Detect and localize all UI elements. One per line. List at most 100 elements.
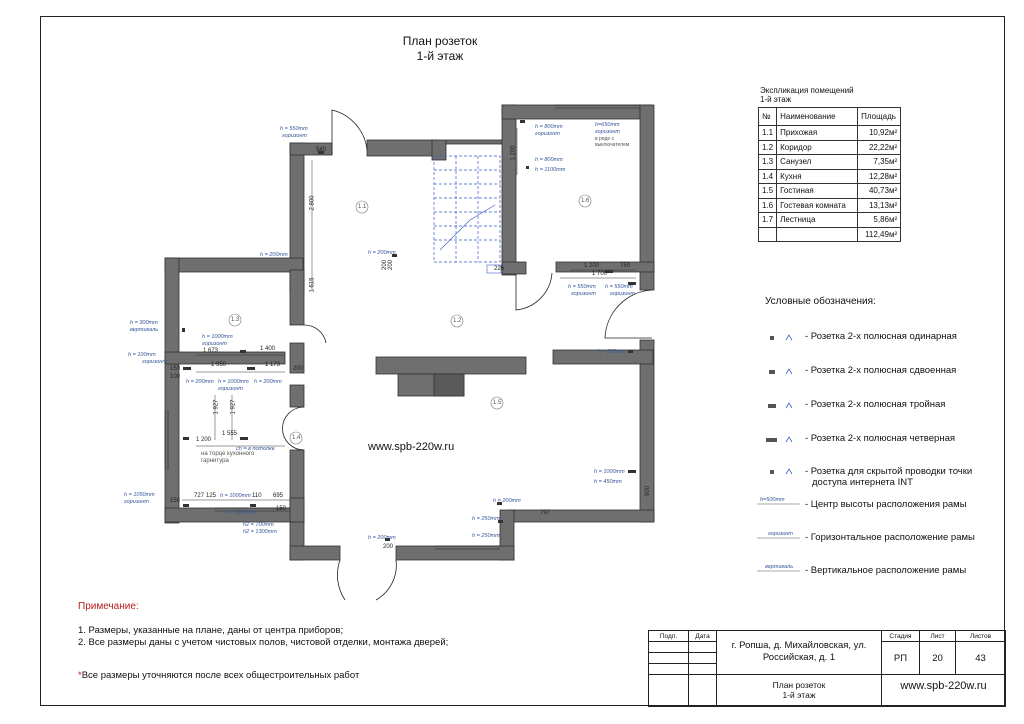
height-mark: h=650mm [595, 122, 620, 128]
stamp-podp: Подп. [649, 631, 689, 642]
wall [552, 349, 654, 365]
drawing-sheet-frame [40, 16, 1005, 706]
windows [164, 104, 640, 550]
note-star-mark: * [78, 670, 82, 681]
room-label: 1.1 [358, 204, 367, 210]
stamp-address-line1: г. Ропша, д. Михайловская, ул. [731, 640, 867, 651]
stair-outline [433, 155, 501, 263]
legend-leaders [757, 503, 800, 572]
table-cell: 1.4 [757, 168, 778, 184]
socket-markers [182, 120, 636, 541]
socket-marker [240, 350, 246, 353]
socket-marker [628, 350, 633, 353]
legend-item: доступа интернета INT [812, 477, 913, 488]
wall [289, 342, 305, 374]
stamp-cell [689, 675, 717, 707]
socket-marker [247, 367, 255, 370]
dimension-lines [182, 128, 636, 501]
stamp-cell [689, 653, 717, 664]
legend-item: - Центр высоты расположения рамы [805, 499, 967, 510]
room-label: 1.4 [292, 435, 301, 441]
height-mark: вертикаль [130, 327, 159, 333]
doors [282, 109, 653, 601]
dim-text: 1 950 [211, 362, 227, 368]
table-cell: 40,73м² [857, 183, 902, 199]
stair-arrow [439, 204, 496, 251]
note-mark: в ряде с [595, 136, 615, 142]
dim-text: 125 [206, 493, 217, 499]
room-tag [490, 396, 504, 410]
note-mark: гарнитура [201, 458, 229, 464]
socket-marker [520, 120, 525, 123]
room-tags [228, 194, 592, 445]
table-cell: 1.1 [757, 125, 778, 141]
legend-symbol [770, 470, 774, 474]
dim-text: 695 [273, 493, 284, 499]
stamp-cell [649, 675, 689, 707]
height-mark: h = 550mm [280, 126, 308, 132]
door-swing [331, 109, 368, 155]
legend-symbol [785, 334, 793, 341]
height-mark: h = 800mm [535, 124, 563, 130]
room-tag [578, 194, 592, 208]
height-mark: h = 450mm [594, 479, 622, 485]
dim-text: 110 [252, 493, 262, 499]
room-label: 1.3 [231, 317, 240, 323]
wall [289, 269, 305, 326]
table-cell: 1.6 [757, 197, 778, 213]
note-line: *Все размеры уточняются после всех общес… [78, 670, 359, 681]
plan-title-line2: 1-й этаж [416, 49, 464, 63]
height-mark: горизонт [218, 386, 243, 392]
height-mark: h = 1100mm [535, 167, 566, 173]
wall [289, 545, 341, 561]
stamp-cell [689, 664, 717, 675]
height-mark: h = 200mm [368, 535, 396, 541]
height-mark: h = 250mm [472, 533, 500, 539]
legend-symbol [769, 370, 775, 374]
walls [164, 104, 655, 561]
explication-caption: Экспликация помещений 1-й этаж [760, 86, 854, 104]
note-mark: выключателем [595, 142, 630, 148]
height-mark: h = 250mm [472, 516, 500, 522]
height-mark: h2 = 1300mm [243, 529, 277, 535]
wall [164, 257, 180, 524]
legend-item: - Розетка 2-х полюсная тройная [805, 399, 946, 410]
dim-text: 150 [170, 498, 181, 504]
dim-text: 226 [494, 266, 505, 272]
height-mark: горизонт [535, 131, 560, 137]
socket-marker [182, 328, 185, 332]
height-mark: h = 1000mm [220, 493, 251, 499]
table-total: 112,49м² [857, 226, 902, 242]
height-mark: горизонт [142, 359, 167, 365]
socket-marker [628, 470, 636, 473]
legend-item: - Горизонтальное расположение рамы [805, 532, 975, 543]
table-cell: 10,92м² [857, 125, 902, 141]
dim-text: 200 [293, 366, 304, 372]
legend-item: - Розетка для скрытой проводки точки [805, 466, 973, 477]
table-cell: 12,28м² [857, 168, 902, 184]
table-cell: 1.2 [757, 139, 778, 155]
legend-socket-symbols [766, 336, 777, 474]
height-mark: h = 550mm [568, 284, 596, 290]
wall [289, 384, 305, 408]
watermark-text: www.spb-220w.ru [368, 441, 455, 453]
note-mark: на торце кухонного [201, 451, 255, 457]
stamp-date: Дата [689, 631, 717, 642]
table-cell: 1.5 [757, 183, 778, 199]
plan-title-line1: План розеток [402, 34, 478, 48]
height-mark: h = 200mm [598, 349, 626, 355]
table-header: Площадь [857, 107, 902, 126]
legend-carets [785, 334, 793, 475]
socket-marker [385, 538, 390, 541]
dim-text: 540 [316, 147, 327, 153]
table-cell: 1.3 [757, 154, 778, 170]
stamp-sheets: 43 [956, 642, 1006, 675]
height-mark: h = 200mm [368, 250, 396, 256]
stair-landing [486, 264, 502, 274]
stamp-cell [649, 653, 689, 664]
dim-text: 1 555 [222, 431, 238, 437]
